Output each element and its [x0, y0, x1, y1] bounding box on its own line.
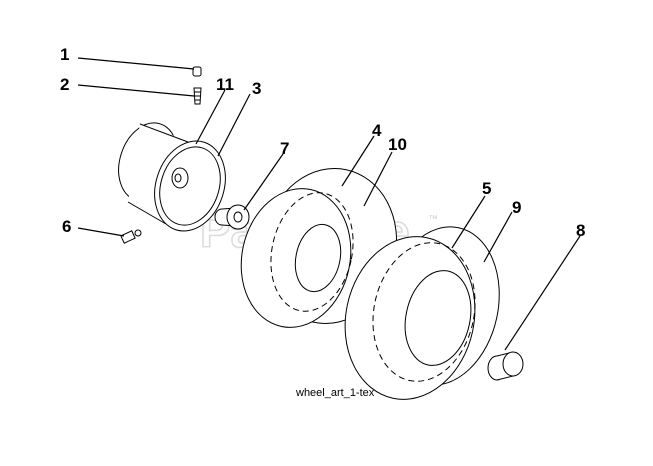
callout-5: 5 — [482, 179, 491, 198]
tire-rear — [344, 226, 500, 400]
callout-1: 1 — [60, 45, 69, 64]
valve-stem — [193, 87, 202, 105]
grease-fitting — [120, 229, 142, 244]
callout-9: 9 — [512, 198, 521, 217]
callout-2: 2 — [60, 75, 69, 94]
callout-11: 11 — [216, 75, 234, 94]
hub-cap — [487, 351, 524, 381]
valve-cap — [192, 66, 202, 77]
callout-8: 8 — [576, 221, 585, 240]
leader-lines — [77, 57, 581, 351]
callout-7: 7 — [280, 139, 289, 158]
callout-6: 6 — [62, 217, 71, 236]
bushing — [214, 204, 250, 230]
diagram-caption: wheel_art_1-tex — [295, 387, 375, 399]
wheel-rim — [118, 122, 226, 232]
watermark-trademark: ™ — [428, 214, 438, 225]
callout-3: 3 — [252, 79, 261, 98]
callout-10: 10 — [388, 135, 407, 154]
callout-4: 4 — [372, 121, 382, 140]
